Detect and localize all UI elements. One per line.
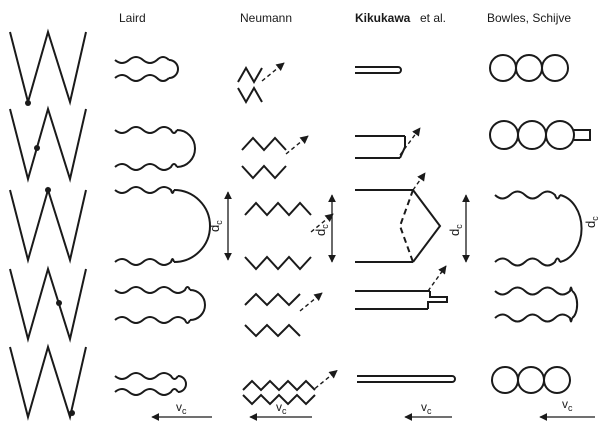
load-waveform-1	[9, 28, 87, 106]
neumann-lower-slip-3	[244, 255, 312, 271]
bowles-lobes-1	[489, 54, 570, 82]
laird-upper-flank-3	[114, 186, 175, 194]
opening-displacement-annotations: dc dc dc dc	[207, 191, 599, 263]
neumann-lower-slip-5	[242, 393, 316, 406]
bowles-lobes-2	[489, 120, 576, 150]
bowles-upper-flank-4	[494, 286, 573, 296]
header-bowles-schijve: Bowles, Schijve	[487, 11, 571, 25]
neumann-lower-slip-1	[237, 85, 263, 105]
laird-blunted-tip-1	[168, 59, 179, 79]
load-waveform-3	[9, 186, 87, 264]
load-phase-dot-1	[25, 100, 31, 106]
laird-lower-flank-2	[114, 163, 178, 171]
laird-lower-flank-3	[114, 258, 175, 266]
load-phase-dot-4	[56, 300, 62, 306]
laird-upper-flank-2	[114, 126, 178, 134]
laird-upper-flank-1	[114, 56, 170, 64]
svg-text:vc: vc	[562, 397, 573, 413]
bowles-schijve-column	[489, 54, 591, 394]
svg-text:dc: dc	[583, 216, 599, 228]
load-phase-dot-3	[45, 187, 51, 193]
kikukawa-slip-3	[412, 172, 426, 191]
svg-text:dc: dc	[447, 224, 464, 236]
dc-label-d: d	[207, 225, 222, 232]
neumann-lower-slip-2	[241, 164, 287, 180]
laird-lower-flank-1	[114, 74, 170, 82]
dc-annotation-kikukawa: dc	[447, 194, 470, 263]
neumann-upper-slip-5	[242, 379, 316, 392]
vc-annotation-neumann: vc	[249, 400, 312, 421]
svg-text:vc: vc	[276, 400, 287, 416]
dc-label-d: d	[313, 229, 328, 236]
laird-upper-flank-4	[114, 286, 191, 294]
header-laird: Laird	[119, 11, 146, 25]
load-phase-dot-2	[34, 145, 40, 151]
load-waveform-column	[9, 28, 87, 421]
column-headers: Laird Neumann Kikukawa et al. Bowles, Sc…	[119, 11, 571, 25]
dc-label-sub: c	[320, 224, 330, 229]
dc-annotation-bowles: dc	[583, 216, 599, 228]
kikukawa-tip-2	[399, 136, 406, 159]
laird-blunted-tip-3	[173, 189, 211, 263]
bowles-lower-flank-4	[494, 313, 573, 323]
kikukawa-tip-5	[451, 375, 456, 383]
dc-label-sub: c	[590, 216, 599, 221]
load-phase-dot-5	[69, 410, 75, 416]
dc-label-d: d	[447, 229, 462, 236]
bowles-blunted-tip-3	[559, 194, 583, 263]
load-waveform-2	[9, 105, 87, 183]
svg-text:vc: vc	[176, 400, 187, 416]
load-waveform-5	[9, 343, 87, 421]
neumann-lower-slip-4	[244, 323, 301, 338]
dc-label-d: d	[583, 221, 598, 228]
vc-annotation-laird: vc	[151, 400, 212, 421]
dc-annotation-laird: dc	[207, 191, 232, 261]
laird-blunted-tip-4	[189, 289, 206, 321]
dc-label-sub: c	[454, 224, 464, 229]
svg-text:dc: dc	[207, 220, 224, 232]
header-kikukawa-suffix: et al.	[420, 11, 446, 25]
laird-lower-flank-5	[114, 388, 179, 396]
neumann-upper-slip-1	[237, 65, 263, 85]
dc-annotation-neumann: dc	[313, 194, 336, 263]
svg-text:vc: vc	[421, 400, 432, 416]
kikukawa-tip-3	[412, 189, 442, 263]
kikukawa-column	[355, 66, 456, 383]
neumann-column	[237, 62, 338, 406]
bowles-blunted-tip-4	[571, 290, 579, 319]
neumann-slip-direction-4	[299, 292, 323, 312]
vc-annotation-bowles: vc	[539, 397, 595, 421]
dc-label-sub: c	[214, 220, 224, 225]
neumann-slip-direction-5	[314, 369, 338, 390]
vc-annotation-kikukawa: vc	[404, 400, 452, 421]
neumann-slip-direction-2	[285, 135, 309, 155]
laird-upper-flank-5	[114, 372, 179, 380]
header-neumann: Neumann	[240, 11, 292, 25]
neumann-upper-slip-2	[241, 136, 287, 152]
neumann-upper-slip-3	[244, 201, 312, 217]
laird-column	[114, 56, 211, 396]
laird-lower-flank-4	[114, 316, 191, 324]
bowles-upper-flank-3	[494, 190, 561, 200]
bowles-lobes-5	[491, 366, 572, 394]
bowles-lower-flank-3	[494, 257, 561, 267]
laird-blunted-tip-5	[177, 375, 187, 393]
bowles-tip-extension-2	[574, 129, 591, 141]
kikukawa-tip-4	[427, 291, 448, 309]
load-waveform-4	[9, 265, 87, 343]
kikukawa-dashed-profile-3	[398, 189, 414, 263]
neumann-slip-direction-1	[261, 62, 285, 82]
svg-text:dc: dc	[313, 224, 330, 236]
laird-blunted-tip-2	[176, 129, 196, 168]
kikukawa-tip-1	[397, 66, 402, 74]
kikukawa-slip-4	[427, 265, 447, 292]
neumann-upper-slip-4	[244, 292, 301, 307]
header-kikukawa: Kikukawa	[355, 11, 411, 25]
growth-velocity-annotations: vc vc vc vc	[151, 397, 595, 421]
kikukawa-slip-2	[399, 127, 421, 156]
